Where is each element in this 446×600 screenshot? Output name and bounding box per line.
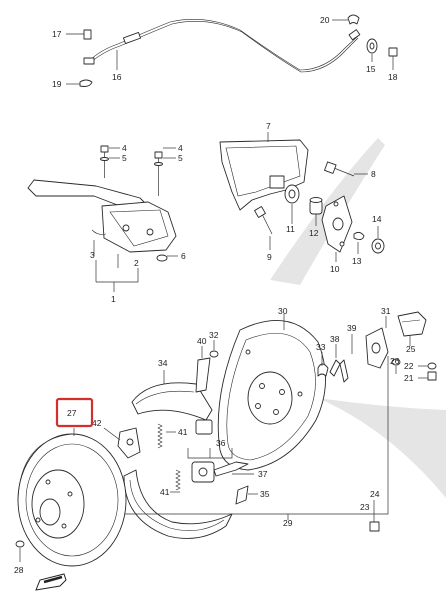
callout-31: 31 [381, 306, 391, 316]
callout-29: 29 [283, 518, 293, 528]
callout-23: 23 [360, 502, 370, 512]
callout-9: 9 [267, 252, 272, 262]
brake-drum-27 [17, 428, 127, 567]
callout-16: 16 [112, 72, 122, 82]
callout-20: 20 [320, 15, 330, 25]
washer-11 [284, 184, 300, 224]
callout-24: 24 [370, 489, 380, 499]
clip-19 [66, 79, 93, 87]
callout-40: 40 [197, 336, 207, 346]
bolt-8 [324, 161, 368, 177]
bracket-31 [365, 316, 389, 369]
callout-2: 2 [134, 258, 139, 268]
callout-35: 35 [260, 489, 270, 499]
bolt-9 [254, 206, 273, 250]
wheel-cylinder-36 [187, 448, 254, 483]
spring-parts-33-38-39 [317, 334, 353, 383]
parking-brake-cable [83, 19, 361, 73]
callout-39: 39 [347, 323, 357, 333]
callout-5: 5 [122, 153, 127, 163]
callout-8: 8 [371, 169, 376, 179]
callout-11: 11 [286, 224, 295, 234]
grommet-15 [366, 38, 378, 62]
small-parts-21-22-26 [391, 358, 437, 381]
connector-25 [397, 311, 427, 346]
callout-3: 3 [90, 250, 95, 260]
bolt-32 [209, 340, 219, 358]
bracket-7 [219, 132, 309, 211]
callout-18: 18 [388, 72, 398, 82]
nut-6 [156, 254, 178, 262]
clip-20 [332, 14, 360, 25]
gasket-10 [321, 195, 353, 262]
callout-1: 1 [111, 294, 116, 304]
spring-41-lower [170, 469, 181, 493]
callout-22: 22 [404, 361, 414, 371]
watermark-swoosh-lower [318, 398, 446, 498]
highlight-box [55, 397, 94, 428]
cap-28 [15, 540, 25, 562]
callout-37: 37 [258, 469, 268, 479]
callout-42: 42 [92, 418, 102, 428]
callout-30: 30 [278, 306, 288, 316]
callout-25: 25 [406, 344, 416, 354]
clip-35 [235, 485, 258, 505]
callout-38: 38 [330, 334, 340, 344]
callout-26: 26 [390, 356, 400, 366]
cable-clip-17 [66, 29, 92, 40]
callout-13: 13 [352, 256, 362, 266]
callout-15: 15 [366, 64, 376, 74]
callout-7: 7 [266, 121, 271, 131]
adjuster-42 [103, 427, 141, 459]
callout-14: 14 [372, 214, 382, 224]
brake-shoe-lower [123, 469, 233, 539]
callout-34: 34 [158, 358, 168, 368]
clip-13 [353, 231, 365, 254]
hand-brake-lever [27, 179, 177, 253]
callout-10: 10 [330, 264, 340, 274]
callout-17: 17 [52, 29, 62, 39]
lever-leader-lines [93, 240, 139, 292]
backing-plate-30 [217, 314, 326, 471]
lever-40 [195, 346, 211, 393]
callout-6: 6 [181, 251, 186, 261]
callout-28: 28 [14, 565, 24, 575]
bushing-12 [309, 197, 323, 226]
callout-5: 5 [178, 153, 183, 163]
callout-4: 4 [122, 143, 127, 153]
callout-19: 19 [52, 79, 62, 89]
callout-33: 33 [316, 342, 326, 352]
callout-41: 41 [178, 427, 188, 437]
bolt-18 [388, 47, 398, 70]
bolts-4-5 [100, 145, 176, 196]
callout-32: 32 [209, 330, 219, 340]
callout-21: 21 [404, 373, 414, 383]
brake-shoe-34 [131, 370, 213, 435]
spring-41-upper [157, 423, 176, 449]
callout-36: 36 [216, 438, 226, 448]
callout-27: 27 [67, 408, 77, 418]
front-direction-arrow-icon [35, 573, 67, 591]
callout-41: 41 [160, 487, 170, 497]
callout-12: 12 [309, 228, 319, 238]
ring-14 [371, 226, 385, 254]
nut-23-24 [369, 500, 380, 532]
callout-4: 4 [178, 143, 183, 153]
